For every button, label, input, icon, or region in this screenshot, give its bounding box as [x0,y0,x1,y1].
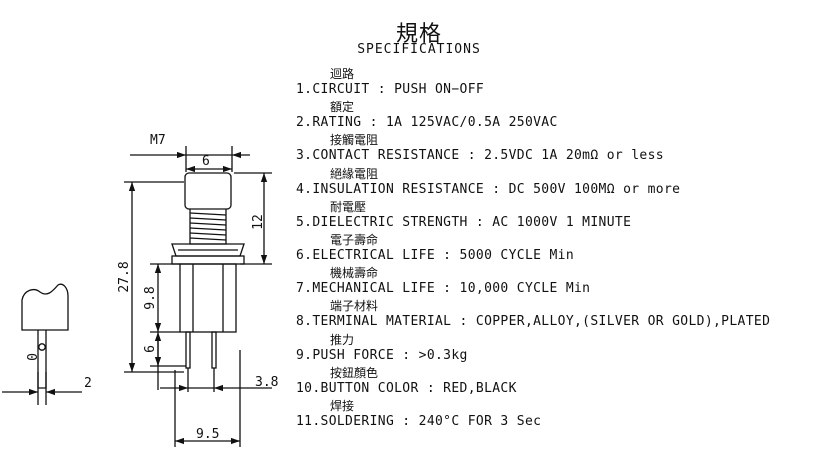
switch-side-view [124,146,272,447]
spec-text: 10.BUTTON COLOR : RED,BLACK [296,380,517,396]
spec-cjk-label: 額定 [330,100,355,115]
spec-cjk-label: 機械壽命 [330,266,379,281]
dimension-labels: M7 6 12 27.8 9.8 6 0 2 3.8 9.5 [26,133,278,442]
label-body-height: 9.8 [143,286,158,309]
label-cap-width: 6 [202,154,210,169]
label-cap-height: 12 [251,214,266,230]
spec-cjk-label: 電子壽命 [330,232,379,247]
spec-item-push-force: 推力 9.PUSH FORCE : >0.3kg [296,333,830,366]
spec-cjk-label: 接觸電阻 [330,133,379,148]
label-body-width: 9.5 [196,427,219,442]
spec-list: 迴路 1.CIRCUIT : PUSH ON−OFF 額定 2.RATING :… [296,67,830,432]
spec-text: 11.SOLDERING : 240°C FOR 3 Sec [296,413,542,429]
label-terminal-length: 6 [143,345,158,353]
spec-cjk-label: 絕緣電阻 [330,166,379,181]
page-title: 規格 [395,22,442,47]
spec-item-soldering: 焊接 11.SOLDERING : 240°C FOR 3 Sec [296,399,830,432]
spec-text: 7.MECHANICAL LIFE : 10,000 CYCLE Min [296,281,591,297]
spec-text: 6.ELECTRICAL LIFE : 5000 CYCLE Min [296,247,575,263]
spec-cjk-label: 按鈕顏色 [330,365,379,380]
label-total-height: 27.8 [117,261,132,292]
spec-text: 9.PUSH FORCE : >0.3kg [296,347,468,363]
spec-item-electrical-life: 電子壽命 6.ELECTRICAL LIFE : 5000 CYCLE Min [296,233,830,266]
page-subtitle: SPECIFICATIONS [357,42,481,57]
label-terminal-spacing: 3.8 [255,375,278,390]
spec-item-circuit: 迴路 1.CIRCUIT : PUSH ON−OFF [296,67,830,100]
spec-cjk-label: 端子材料 [330,299,379,314]
spec-item-contact-resistance: 接觸電阻 3.CONTACT RESISTANCE : 2.5VDC 1A 20… [296,133,830,166]
terminal-side-view [2,283,82,405]
label-terminal-thickness: 2 [84,376,92,391]
spec-item-dielectric-strength: 耐電壓 5.DIELECTRIC STRENGTH : AC 1000V 1 M… [296,200,830,233]
spec-item-button-color: 按鈕顏色 10.BUTTON COLOR : RED,BLACK [296,366,830,399]
spec-text: 5.DIELECTRIC STRENGTH : AC 1000V 1 MINUT… [296,214,632,230]
label-terminal-hole: 0 [26,353,41,361]
spec-cjk-label: 推力 [330,332,355,347]
spec-item-terminal-material: 端子材料 8.TERMINAL MATERIAL : COPPER,ALLOY,… [296,299,830,332]
spec-cjk-label: 迴路 [330,67,355,81]
spec-text: 4.INSULATION RESISTANCE : DC 500V 100MΩ … [296,181,681,197]
spec-text: 1.CIRCUIT : PUSH ON−OFF [296,82,485,97]
spec-cjk-label: 耐電壓 [330,199,367,214]
label-thread: M7 [150,133,166,148]
spec-item-mechanical-life: 機械壽命 7.MECHANICAL LIFE : 10,000 CYCLE Mi… [296,266,830,299]
spec-text: 2.RATING : 1A 125VAC/0.5A 250VAC [296,115,558,131]
spec-text: 3.CONTACT RESISTANCE : 2.5VDC 1A 20mΩ or… [296,148,664,164]
spec-text: 8.TERMINAL MATERIAL : COPPER,ALLOY,(SILV… [296,314,771,330]
spec-item-rating: 額定 2.RATING : 1A 125VAC/0.5A 250VAC [296,100,830,133]
spec-item-insulation-resistance: 絕緣電阻 4.INSULATION RESISTANCE : DC 500V 1… [296,167,830,200]
spec-cjk-label: 焊接 [330,398,355,413]
